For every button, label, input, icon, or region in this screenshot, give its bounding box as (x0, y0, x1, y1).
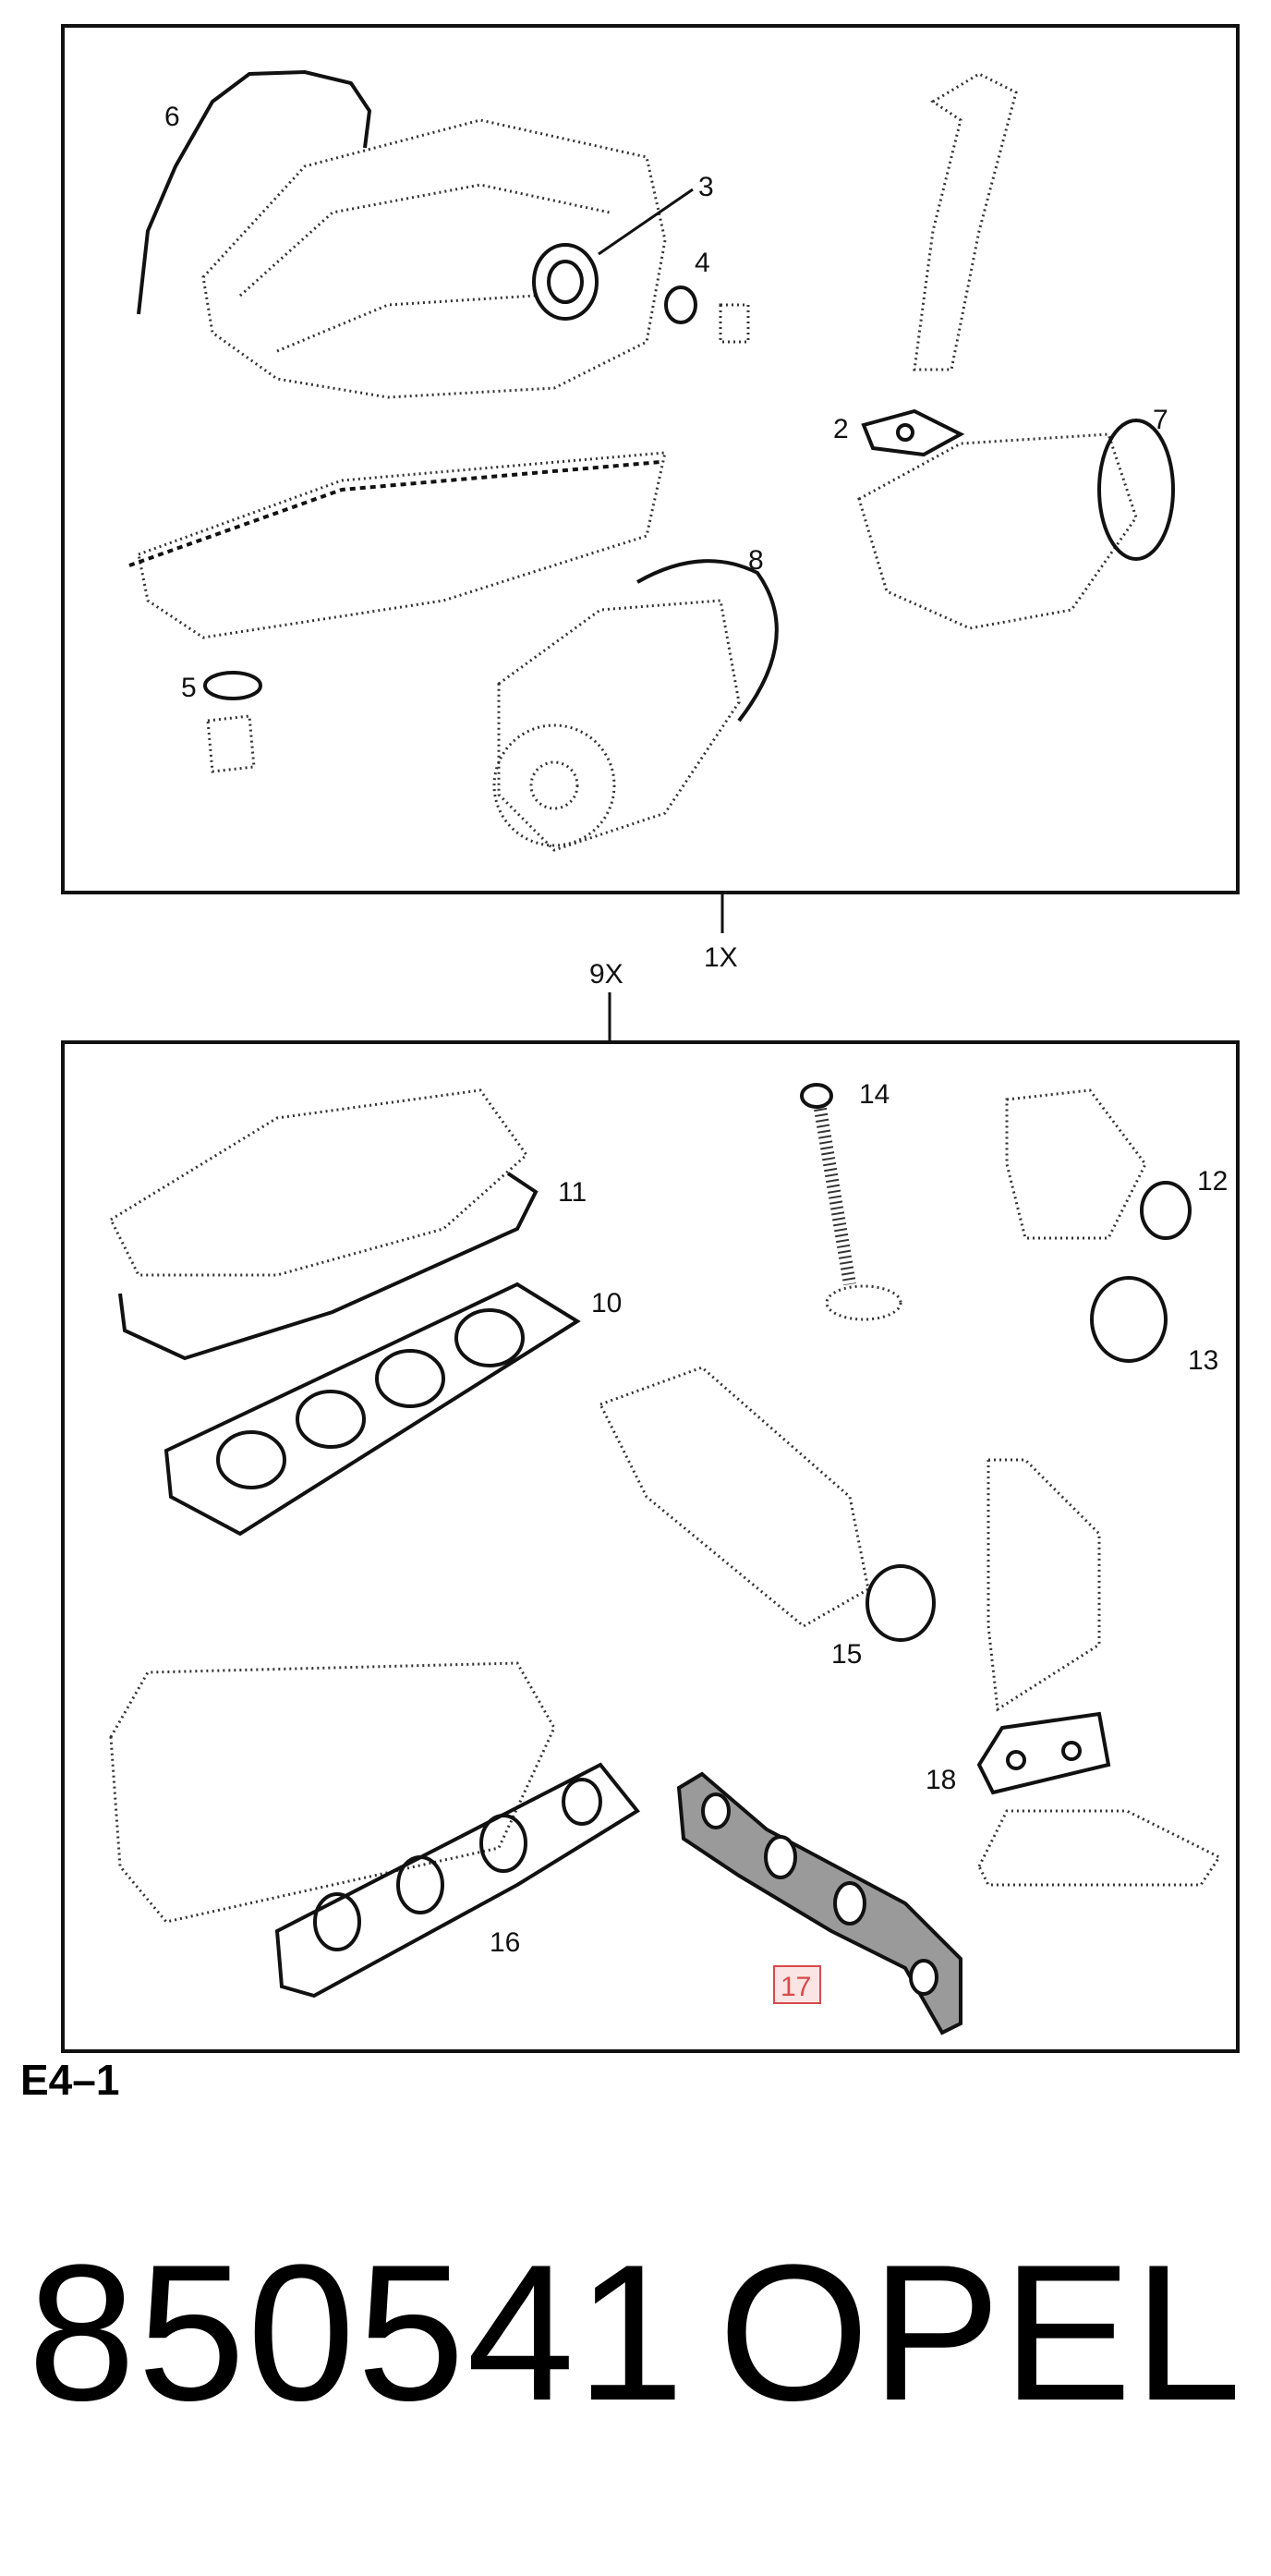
callout-7: 7 (1153, 405, 1168, 435)
exhaust-manifold-gasket (676, 1771, 962, 2035)
callout-6: 6 (164, 102, 180, 132)
oil-pump-gasket (636, 559, 779, 723)
drain-plug-seal (203, 671, 262, 700)
small-seal (664, 286, 697, 324)
egr-gasket (976, 1711, 1111, 1795)
callout-12: 12 (1197, 1166, 1228, 1197)
valve (814, 1107, 902, 1321)
callout-13: 13 (1188, 1345, 1218, 1376)
crank-front-seal (1090, 1276, 1168, 1363)
leader-3 (598, 188, 694, 256)
callout-16: 16 (490, 1927, 520, 1958)
dipstick-tube (913, 72, 1018, 371)
pipe-gasket (865, 1564, 936, 1642)
drain-plug (206, 714, 256, 773)
callout-3: 3 (698, 172, 714, 202)
egr-valve (987, 1458, 1101, 1712)
lower-panel-frame (61, 1040, 1240, 2053)
cam-housing (1005, 1088, 1147, 1240)
part-code: 850541 (28, 2224, 686, 2441)
callout-2: 2 (833, 414, 849, 444)
brand-name: OPEL (718, 2224, 1243, 2441)
callout-17: 17 (781, 1972, 811, 2002)
intake-manifold (109, 1661, 556, 1924)
oil-pump (492, 599, 741, 852)
engine-block (201, 118, 667, 399)
egr-mount (977, 1809, 1222, 1887)
upper-panel-frame (61, 24, 1240, 894)
callout-11: 11 (558, 1177, 587, 1208)
exhaust-pipe (598, 1366, 870, 1628)
assembly-label-1x: 1X (704, 942, 738, 973)
rear-main-seal (1097, 419, 1175, 561)
callout-18: 18 (926, 1765, 956, 1795)
intake-manifold-gasket (274, 1762, 640, 1999)
callout-15: 15 (831, 1639, 862, 1670)
valve-cover (109, 1088, 529, 1277)
highlight-box-17 (773, 1965, 821, 2004)
timing-cover-gasket (137, 69, 372, 315)
oil-pan (128, 451, 667, 639)
callout-8: 8 (748, 545, 764, 576)
cylinder-head-gasket (163, 1282, 581, 1537)
callout-4: 4 (695, 248, 710, 278)
plug-bolt (719, 303, 750, 344)
callout-5: 5 (181, 673, 197, 703)
valve-cover-gasket (118, 1172, 539, 1361)
crankshaft (857, 432, 1138, 630)
callout-10: 10 (591, 1288, 622, 1318)
valve-stem-seal (800, 1083, 833, 1109)
crankshaft-seal (532, 243, 599, 321)
flange-gasket (861, 408, 965, 457)
assembly-label-9x: 9X (589, 959, 623, 990)
section-label: E4–1 (20, 2056, 120, 2104)
camshaft-seal (1140, 1181, 1192, 1240)
callout-14: 14 (859, 1079, 890, 1110)
